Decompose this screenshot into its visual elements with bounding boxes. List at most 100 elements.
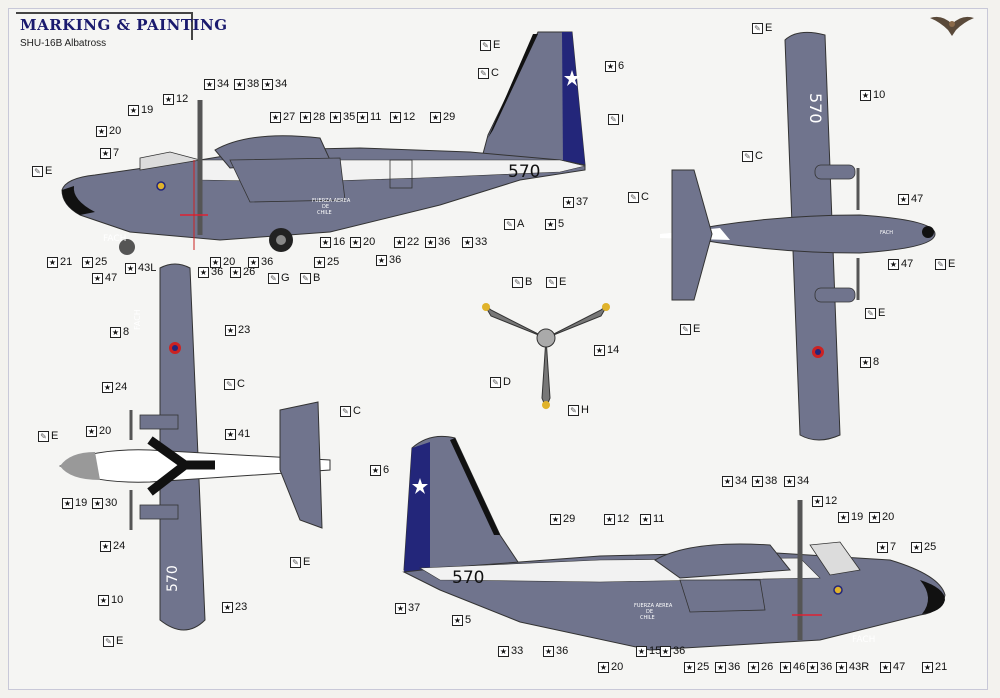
callout-top-view: ✎E (935, 258, 955, 270)
star-box-icon: ★ (452, 614, 463, 626)
propeller-view (482, 303, 610, 410)
callout-bottom-view: ★24 (100, 540, 125, 552)
callout-bottom-view: ★23 (222, 601, 247, 613)
callout-label: 36 (728, 661, 741, 673)
callout-right-side: ★7 (877, 541, 896, 553)
callout-left-side: ★6 (605, 60, 624, 72)
callout-label: C (237, 378, 245, 390)
callout-label: E (116, 635, 124, 647)
callout-right-side: ★38 (752, 475, 777, 487)
callout-label: 38 (247, 78, 260, 90)
callout-label: 19 (141, 104, 154, 116)
star-box-icon: ★ (880, 661, 891, 673)
star-box-icon: ★ (125, 262, 136, 274)
star-box-icon: ★ (598, 661, 609, 673)
callout-label: 19 (75, 497, 88, 509)
star-box-icon: ★ (860, 356, 871, 368)
star-box-icon: ★ (92, 272, 103, 284)
callout-right-side: ★33 (498, 645, 523, 657)
callout-right-side: ★43R (836, 661, 869, 673)
brush-box-icon: ✎ (628, 191, 639, 203)
star-box-icon: ★ (888, 258, 899, 270)
star-box-icon: ★ (780, 661, 791, 673)
callout-top-view: ★47 (888, 258, 913, 270)
callout-top-view: ✎E (752, 22, 772, 34)
callout-left-side: ★25 (82, 256, 107, 268)
star-box-icon: ★ (225, 324, 236, 336)
callout-label: 5 (558, 218, 565, 230)
callout-left-side: ✎E (32, 165, 52, 177)
callout-left-side: ★21 (47, 256, 72, 268)
bottom-view: 570 FACH (59, 263, 331, 631)
callout-label: 20 (223, 256, 236, 268)
callout-label: 28 (313, 111, 326, 123)
brush-box-icon: ✎ (568, 404, 579, 416)
callout-left-side: ★47 (92, 272, 117, 284)
callout-left-side: ★26 (230, 266, 255, 278)
callout-label: 10 (111, 594, 124, 606)
callout-label: 27 (283, 111, 296, 123)
callout-label: 23 (235, 601, 248, 613)
page-title: MARKING & PAINTING (20, 16, 228, 34)
callout-label: 29 (443, 111, 456, 123)
callout-label: 20 (99, 425, 112, 437)
brush-box-icon: ✎ (480, 39, 491, 51)
callout-label: 24 (115, 381, 128, 393)
star-box-icon: ★ (752, 475, 763, 487)
callout-top-view: ★8 (860, 356, 879, 368)
star-box-icon: ★ (636, 645, 647, 657)
star-box-icon: ★ (594, 344, 605, 356)
callout-bottom-view: ★19 (62, 497, 87, 509)
callout-label: C (641, 191, 649, 203)
callout-top-view: ✎C (742, 150, 763, 162)
brush-box-icon: ✎ (512, 276, 523, 288)
star-box-icon: ★ (869, 511, 880, 523)
callout-label: 20 (109, 125, 122, 137)
callout-label: 21 (935, 661, 948, 673)
star-box-icon: ★ (314, 256, 325, 268)
callout-label: 29 (563, 513, 576, 525)
star-box-icon: ★ (715, 661, 726, 673)
star-box-icon: ★ (47, 256, 58, 268)
callout-label: 25 (327, 256, 340, 268)
callout-label: B (525, 276, 533, 288)
star-box-icon: ★ (92, 497, 103, 509)
callout-label: 36 (820, 661, 833, 673)
callout-label: 20 (611, 661, 624, 673)
callout-label: C (491, 67, 499, 79)
callout-right-side: ★26 (748, 661, 773, 673)
page-subtitle: SHU-16B Albatross (20, 38, 107, 49)
star-box-icon: ★ (248, 256, 259, 268)
callout-label: I (621, 113, 625, 125)
callout-label: 37 (576, 196, 589, 208)
star-box-icon: ★ (605, 60, 616, 72)
left-side-view: 570 FACH FUERZA AEREA DE CHILE (61, 31, 586, 255)
callout-left-side: ★16 (320, 236, 345, 248)
star-box-icon: ★ (376, 254, 387, 266)
star-box-icon: ★ (640, 513, 651, 525)
star-box-icon: ★ (836, 661, 847, 673)
brush-box-icon: ✎ (478, 67, 489, 79)
brush-box-icon: ✎ (32, 165, 43, 177)
callout-right-side: ★36 (715, 661, 740, 673)
callout-label: 23 (238, 324, 251, 336)
star-box-icon: ★ (462, 236, 473, 248)
star-box-icon: ★ (922, 661, 933, 673)
callout-label: 7 (890, 541, 897, 553)
callout-right-side: ★12 (812, 495, 837, 507)
brush-box-icon: ✎ (300, 272, 311, 284)
callout-bottom-view: ✎C (340, 405, 361, 417)
callout-top-view: ✎E (865, 307, 885, 319)
callout-label: 36 (556, 645, 569, 657)
star-box-icon: ★ (807, 661, 818, 673)
callout-label: C (755, 150, 763, 162)
callout-bottom-view: ★41 (225, 428, 250, 440)
callout-left-side: ✎A (504, 218, 524, 230)
callout-label: D (503, 376, 511, 388)
callout-label: 12 (617, 513, 630, 525)
callout-label: E (493, 39, 501, 51)
bird-logo-icon (930, 16, 974, 36)
callout-label: 10 (873, 89, 886, 101)
star-box-icon: ★ (330, 111, 341, 123)
callout-label: E (878, 307, 886, 319)
